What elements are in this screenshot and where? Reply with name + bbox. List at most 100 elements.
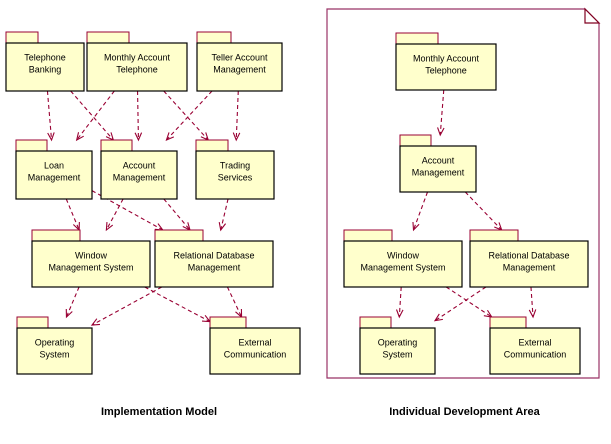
dependency-line — [144, 286, 211, 323]
package-label-line1: Window — [387, 250, 420, 260]
package-label-line1: Operating — [35, 337, 75, 347]
dependency-arrowhead — [90, 318, 101, 326]
dependency-r-window-management-system-to-r-operating-system — [395, 286, 404, 319]
dependency-line — [398, 286, 402, 318]
dependency-r-account-management-to-r-relational-database-mgmt — [464, 191, 503, 231]
dependency-line — [530, 286, 534, 318]
dependency-line — [235, 90, 239, 141]
package-tab — [359, 316, 392, 329]
dependency-line — [105, 198, 124, 231]
package-body — [31, 240, 151, 288]
dependency-line — [76, 90, 115, 141]
dependency-arrowhead — [412, 221, 420, 232]
package-label-line1: Loan — [44, 160, 64, 170]
package-label-line2: Communication — [504, 349, 567, 359]
dependency-monthly-account-telephone-to-loan-management — [75, 90, 115, 142]
dependency-monthly-account-telephone-to-account-management — [134, 90, 143, 142]
dependency-arrowhead — [433, 313, 443, 322]
dependency-arrowhead — [165, 132, 175, 141]
package-label-line2: System — [382, 349, 412, 359]
package-body — [399, 145, 477, 193]
dependency-arrowhead — [395, 309, 404, 319]
package-body — [343, 240, 463, 288]
package-tab — [209, 316, 247, 329]
caption-individual-development-area: Individual Development Area — [389, 406, 540, 418]
dependency-line — [65, 286, 80, 318]
dependency-line — [163, 90, 209, 141]
package-label-line2: Management — [188, 262, 241, 272]
dependency-r-window-management-system-to-r-external-communication — [445, 286, 493, 318]
package-body — [469, 240, 589, 288]
dependency-line — [464, 191, 503, 231]
package-tab — [100, 139, 133, 152]
package-body — [196, 42, 283, 92]
dependency-relational-database-mgmt-to-external-communication — [226, 286, 243, 319]
package-body — [489, 327, 581, 375]
package-body — [195, 150, 275, 200]
package-label-line2: Management System — [48, 262, 133, 272]
dependency-line — [220, 198, 229, 231]
package-label-line2: Management — [503, 262, 556, 272]
area-frame-outline — [326, 8, 600, 379]
dependency-line — [65, 198, 80, 231]
dependency-teller-account-management-to-trading-services — [232, 90, 241, 142]
package-body — [209, 327, 301, 375]
package-label-line1: Relational Database — [488, 250, 569, 260]
dependency-window-management-system-to-operating-system — [65, 286, 80, 319]
package-label-line2: Services — [218, 172, 253, 182]
dependency-arrowhead — [75, 132, 84, 142]
package-body — [359, 327, 436, 375]
package-body — [154, 240, 274, 288]
dependency-telephone-banking-to-account-management — [70, 90, 115, 142]
dependency-line — [46, 90, 53, 141]
package-label-line2: Management System — [360, 262, 445, 272]
dependency-line — [226, 286, 243, 318]
dependency-arrowhead — [437, 127, 445, 137]
package-tab — [399, 134, 432, 147]
dependency-telephone-banking-to-loan-management — [46, 90, 55, 142]
package-tab — [196, 31, 232, 44]
package-nodes-right: Monthly AccountTelephoneAccountManagemen… — [343, 32, 589, 375]
dependency-account-management-to-relational-database-mgmt — [163, 198, 191, 232]
dependency-relational-database-mgmt-to-operating-system — [90, 286, 163, 326]
dependency-line — [163, 198, 191, 231]
package-label-line1: Account — [422, 155, 455, 165]
package-tab — [154, 229, 204, 242]
dependency-line — [70, 90, 114, 141]
dependency-loan-management-to-window-management-system — [65, 198, 80, 232]
dependency-arrowhead — [105, 221, 114, 232]
dependency-line — [166, 90, 213, 141]
package-label-line1: Trading — [220, 160, 250, 170]
package-tab — [343, 229, 393, 242]
package-tab — [31, 229, 81, 242]
package-label-line1: Operating — [378, 337, 418, 347]
dependency-arrowhead — [65, 308, 73, 319]
dependency-arrowhead — [218, 222, 227, 232]
dependency-arrowhead — [72, 221, 80, 232]
caption-implementation-model: Implementation Model — [100, 406, 218, 418]
dependency-r-relational-database-mgmt-to-r-operating-system — [433, 286, 487, 322]
individual-development-area-frame — [326, 7, 601, 379]
dependency-teller-account-management-to-account-management — [165, 90, 213, 141]
dependency-arrowhead — [134, 132, 143, 142]
package-tab — [5, 31, 39, 44]
dependency-arrowhead — [47, 132, 55, 142]
area-frame-fold-corner — [584, 7, 601, 24]
